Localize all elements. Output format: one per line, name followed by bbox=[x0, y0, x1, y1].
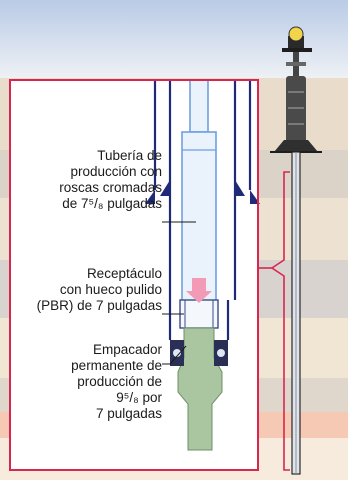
wellhead-icon bbox=[270, 26, 322, 153]
well-string bbox=[291, 151, 301, 475]
casing-shoe-right-inner bbox=[235, 180, 245, 196]
flow-arrow-stem bbox=[192, 278, 206, 292]
detail-frame bbox=[9, 79, 259, 471]
bracket-brace bbox=[270, 171, 290, 471]
packer-seal-right bbox=[217, 349, 225, 357]
flow-arrow-head bbox=[186, 291, 212, 303]
wellhead-flange-1 bbox=[286, 62, 306, 66]
wellhead-base-flange bbox=[274, 140, 318, 152]
down-arrow-icon bbox=[186, 278, 212, 303]
wellhead-top-bar bbox=[282, 48, 312, 52]
leader-lines bbox=[162, 221, 196, 365]
tubing-upper bbox=[189, 79, 209, 133]
packer-seal-left bbox=[173, 349, 181, 357]
pbr-receptacle bbox=[179, 299, 219, 329]
label-polished-bore-receptacle: Receptáculo con hueco pulido (PBR) de 7 … bbox=[36, 266, 162, 313]
casing-shoe-left-inner bbox=[160, 180, 170, 196]
pbr-sleeve bbox=[179, 299, 219, 329]
wellhead-tree-body bbox=[286, 76, 306, 146]
production-tubing bbox=[181, 79, 217, 311]
casing-shoe-left-outer bbox=[145, 190, 155, 204]
zoom-bracket bbox=[258, 171, 290, 471]
label-production-tubing: Tubería de producción con roscas cromada… bbox=[59, 148, 162, 211]
wellhead-handwheel bbox=[288, 26, 304, 42]
label-permanent-packer: Empacador permanente de producción de 9⁵… bbox=[71, 342, 162, 421]
leader-packer bbox=[162, 345, 187, 365]
